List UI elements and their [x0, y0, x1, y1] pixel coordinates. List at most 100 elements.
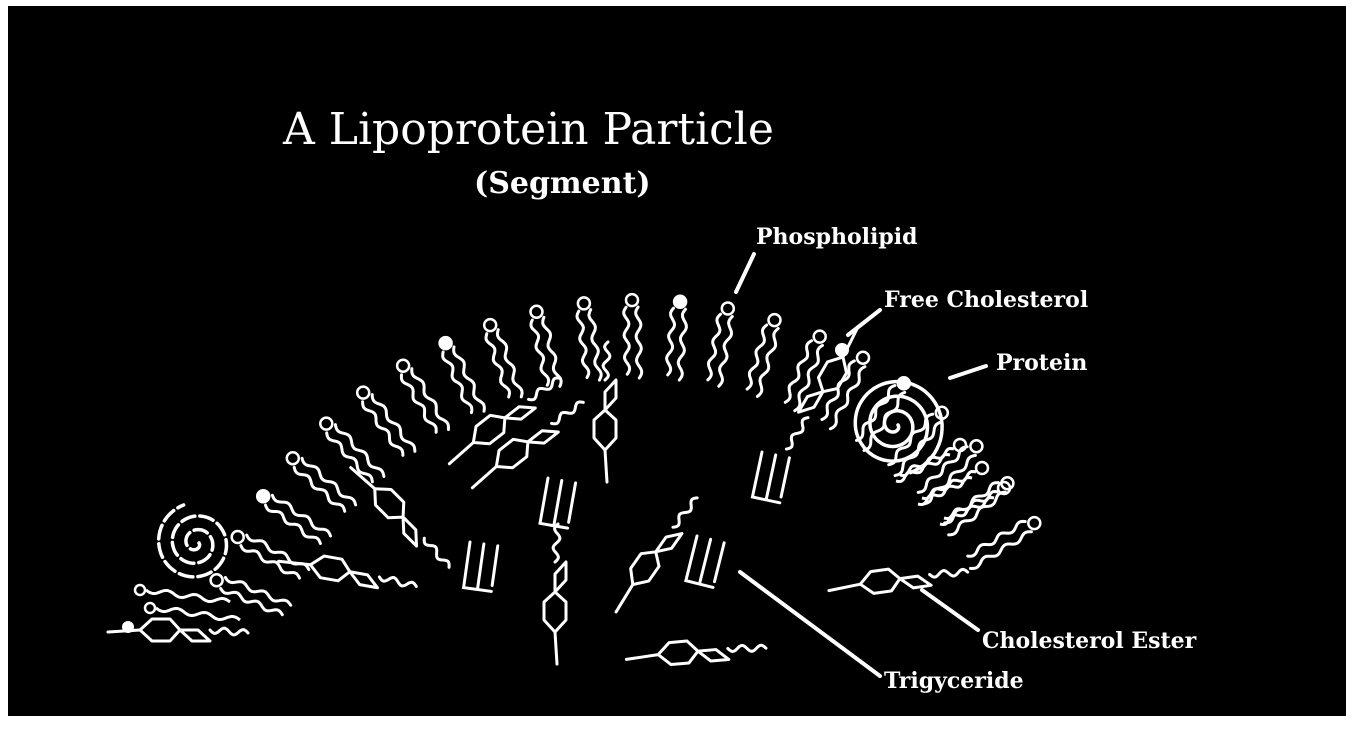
cholesterol-ester [344, 458, 459, 573]
phospholipid-2 [232, 531, 309, 578]
phospholipid-head [287, 452, 299, 464]
phospholipid-head [970, 440, 982, 452]
phospholipid-head [578, 297, 590, 309]
cholesterol-ester [605, 490, 703, 617]
phospholipid-tail [589, 310, 601, 381]
phospholipid-10 [531, 306, 562, 387]
diagram-subtitle: (Segment) [474, 166, 651, 201]
label-phospholipid: Phospholipid [756, 224, 918, 250]
phospholipid-head [440, 337, 452, 349]
phospholipid-11 [577, 297, 601, 380]
label-protein: Protein [996, 350, 1087, 376]
diagram-title: A Lipoprotein Particle [283, 104, 774, 155]
phospholipid-head [232, 531, 244, 543]
phospholipid-tail [372, 395, 415, 452]
phospholipid-18 [857, 377, 910, 450]
phospholipid-tail [363, 402, 403, 456]
triglyceride [540, 478, 576, 528]
phospholipid-head [484, 319, 496, 331]
phospholipid-tail [667, 308, 675, 375]
triglyceride [752, 452, 789, 503]
phospholipid-13 [667, 296, 687, 380]
phospholipid-head [320, 418, 332, 430]
phospholipid-tail [971, 532, 1032, 569]
phospholipid-head [674, 296, 686, 308]
phospholipid-22 [968, 517, 1041, 568]
sterol-chain [527, 374, 561, 403]
protein-spiral [159, 505, 227, 577]
phospholipid-tail [401, 375, 436, 432]
sterol-tail [471, 466, 497, 487]
label-triglyceride: Trigyceride [884, 668, 1024, 694]
phospholipid-head [531, 306, 543, 318]
triglyceride-chains [686, 536, 724, 587]
phospholipid-tail [412, 369, 449, 430]
phospholipid-head [857, 352, 869, 364]
phospholipid-head [397, 360, 409, 372]
sterol-chain [929, 567, 968, 579]
triglyceride [686, 536, 724, 587]
label-free-cholesterol: Free Cholesterol [884, 287, 1088, 313]
phospholipid-tail [577, 311, 589, 378]
cholesterol-ester [594, 342, 616, 482]
phospholipid-head [722, 303, 734, 315]
phospholipid-tail [949, 492, 1006, 535]
sterol-chain [550, 398, 584, 427]
phospholipid-tail [757, 329, 778, 397]
sterol-tail [279, 559, 311, 567]
sterol-rings [309, 554, 382, 588]
sterol-tail [829, 584, 861, 590]
cholesterol-ester [625, 634, 766, 668]
sterol-chain [603, 342, 610, 380]
phospholipid-head [357, 387, 369, 399]
leader-free-cholesterol [848, 310, 880, 335]
phospholipid-tail [146, 590, 230, 602]
sterol-tail [555, 632, 557, 664]
leader-phospholipid [736, 254, 754, 292]
phospholipid-head [626, 294, 638, 306]
label-cholesterol-ester: Cholesterol Ester [982, 628, 1196, 654]
sterol-rings [657, 638, 729, 666]
phospholipid-head [1028, 517, 1040, 529]
sterol-chain [671, 495, 698, 530]
phospholipid-tail [636, 307, 642, 378]
phospholipid-head [211, 574, 223, 586]
sterol-tail [448, 442, 474, 463]
phospholipid-9 [484, 319, 522, 397]
sterol-rings [594, 380, 616, 450]
phospholipid-tail [678, 309, 686, 380]
phospholipid-tail [443, 352, 472, 413]
leader-protein [950, 366, 986, 378]
sterol-tail [108, 630, 140, 632]
phospholipid-15 [747, 314, 780, 396]
phospholipid-tail [624, 307, 630, 374]
phospholipid-head [769, 314, 781, 326]
cholesterol-ester [544, 524, 566, 664]
phospholipid-head [814, 331, 826, 343]
phospholipid-tail [497, 330, 522, 397]
cholesterol-ester [827, 558, 969, 599]
phospholipid-tail [719, 317, 733, 387]
phospholipid-7 [397, 360, 448, 433]
phospholipid-4 [287, 452, 356, 511]
sterol-chain [379, 575, 418, 588]
sterol-chain [553, 524, 560, 562]
phospholipid-head [135, 585, 145, 595]
phospholipid-3 [257, 490, 330, 543]
sterol-chain [421, 537, 453, 569]
cholesterol-ester [277, 548, 419, 594]
triglyceride [464, 542, 498, 591]
triglyceride-chains [752, 452, 789, 503]
phospholipid-8 [440, 337, 485, 413]
phospholipid-tail [968, 521, 1025, 556]
triglyceride-chains [540, 478, 576, 528]
free-cholesterol [779, 324, 868, 456]
sterol-rings [367, 481, 432, 546]
sterol-rings [490, 415, 559, 475]
sterol-rings [140, 619, 210, 641]
sterol-rings [544, 562, 566, 632]
triglyceride-chains [464, 542, 498, 591]
leader-triglyceride [740, 572, 880, 676]
phospholipid-head [145, 603, 155, 613]
